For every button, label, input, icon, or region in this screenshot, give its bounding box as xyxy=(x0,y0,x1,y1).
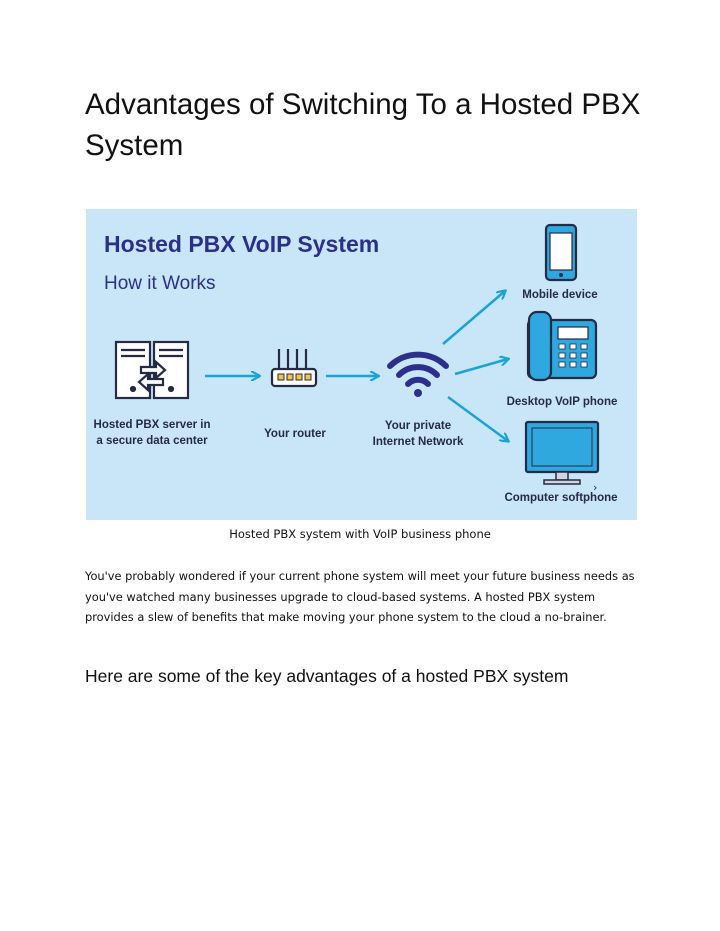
intro-paragraph: You've probably wondered if your current… xyxy=(85,569,635,624)
hosted-pbx-diagram: Hosted PBX VoIP System How it Works Host… xyxy=(86,209,637,520)
figure-caption: Hosted PBX system with VoIP business pho… xyxy=(229,527,491,541)
arrow-network-to-desk xyxy=(454,359,508,376)
desk-phone-label: Desktop VoIP phone xyxy=(507,396,618,408)
page-title: Advantages of Switching To a Hosted PBX … xyxy=(85,88,641,162)
server-label-1: Hosted PBX server in xyxy=(94,419,211,431)
section-heading: Here are some of the key advantages of a… xyxy=(85,666,569,686)
network-label-1: Your private xyxy=(385,420,451,432)
computer-monitor-icon xyxy=(524,420,600,485)
diagram-title: Hosted PBX VoIP System xyxy=(104,231,379,257)
arrow-network-to-computer xyxy=(447,395,508,441)
chevron-right-icon: › xyxy=(593,481,597,494)
router-label: Your router xyxy=(264,428,326,440)
desk-phone-icon xyxy=(526,310,598,382)
server-label-2: a secure data center xyxy=(96,435,208,447)
mobile-label: Mobile device xyxy=(522,289,597,301)
arrow-network-to-mobile xyxy=(442,291,505,345)
computer-label: Computer softphone xyxy=(504,492,617,504)
wifi-icon xyxy=(387,351,449,397)
mobile-phone-icon xyxy=(544,223,578,282)
diagram-subtitle: How it Works xyxy=(104,273,216,294)
network-label-2: Internet Network xyxy=(373,436,464,448)
server-icon xyxy=(114,340,190,400)
router-icon xyxy=(270,349,318,388)
